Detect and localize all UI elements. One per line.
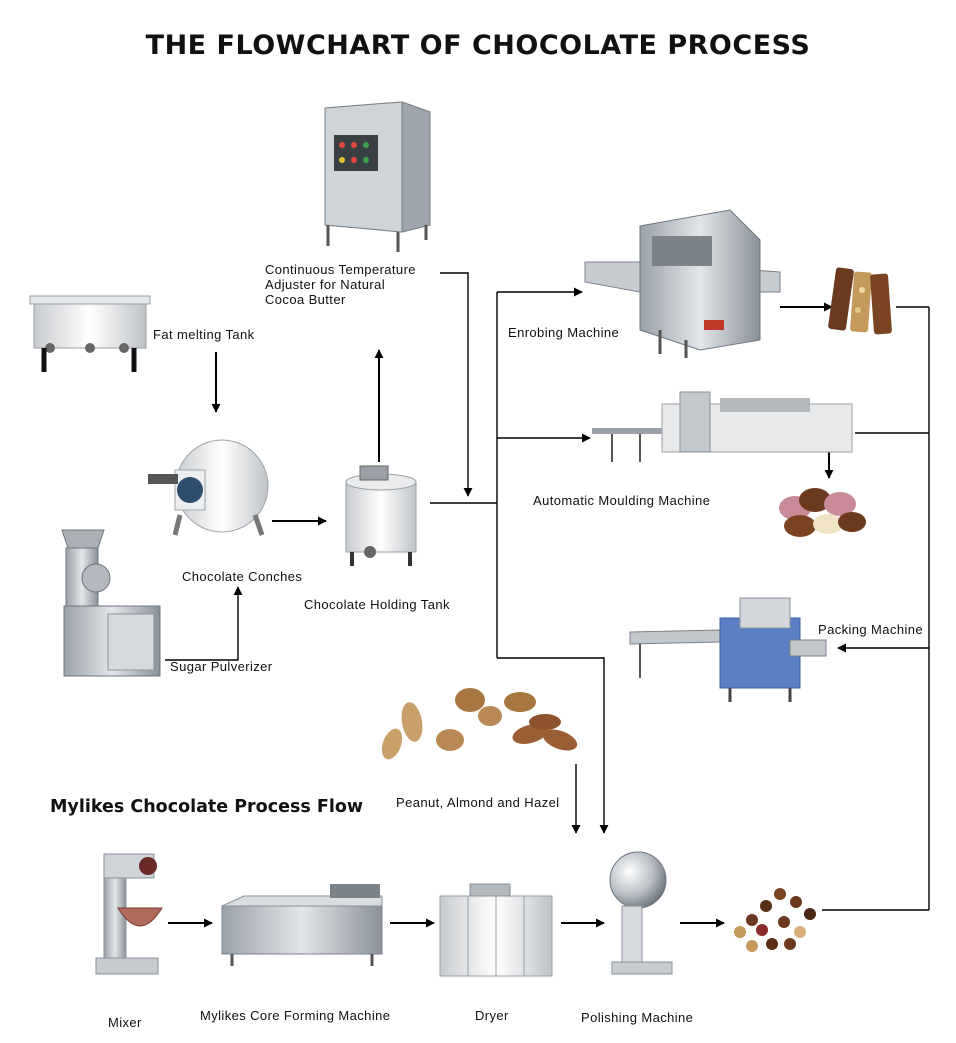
label-temperature-line-3: Cocoa Butter xyxy=(265,292,346,307)
subtitle: Mylikes Chocolate Process Flow xyxy=(50,797,364,817)
label-temperature-adjuster: Continuous Temperature Adjuster for Natu… xyxy=(265,262,416,307)
enrobing-machine-illustration xyxy=(584,209,781,358)
label-dryer: Dryer xyxy=(475,1008,509,1023)
label-chocolate-conches: Chocolate Conches xyxy=(182,569,303,584)
nuts-illustration xyxy=(381,688,578,760)
moulding-machine-illustration xyxy=(592,391,853,462)
label-core-forming-machine: Mylikes Core Forming Machine xyxy=(200,1008,391,1023)
connectors xyxy=(165,272,930,928)
moulded-candies-illustration xyxy=(779,488,866,537)
label-fat-melting-tank: Fat melting Tank xyxy=(153,327,255,342)
label-sugar-pulverizer: Sugar Pulverizer xyxy=(170,659,273,674)
arrow-temperature-to-trunk xyxy=(440,272,473,497)
label-holding-tank: Chocolate Holding Tank xyxy=(304,597,450,612)
dryer-illustration xyxy=(439,883,553,977)
temperature-adjuster-illustration xyxy=(324,101,431,252)
holding-tank-illustration xyxy=(345,465,417,566)
core-forming-machine-illustration xyxy=(221,884,383,966)
label-temperature-line-1: Continuous Temperature xyxy=(265,262,416,277)
chocolate-conches-illustration xyxy=(148,439,269,536)
packing-machine-illustration xyxy=(629,597,827,702)
label-temperature-line-2: Adjuster for Natural xyxy=(265,277,385,292)
label-mixer: Mixer xyxy=(108,1015,142,1030)
fat-melting-tank-illustration xyxy=(29,295,151,372)
label-polishing-machine: Polishing Machine xyxy=(581,1010,694,1025)
label-moulding-machine: Automatic Moulding Machine xyxy=(533,493,711,508)
arrow-trunk-to-polishing xyxy=(497,657,609,834)
page-title: THE FLOWCHART OF CHOCOLATE PROCESS xyxy=(145,30,811,61)
label-nuts: Peanut, Almond and Hazel xyxy=(396,795,560,810)
label-enrobing-machine: Enrobing Machine xyxy=(508,325,620,340)
mixer-illustration xyxy=(95,853,163,975)
chocolate-balls-illustration xyxy=(734,888,816,952)
label-packing-machine: Packing Machine xyxy=(818,622,923,637)
arrow-sugar-to-conches xyxy=(165,586,243,661)
sugar-pulverizer-illustration xyxy=(61,529,161,677)
polishing-machine-illustration xyxy=(609,851,673,975)
chocolate-bars-illustration xyxy=(828,267,892,335)
